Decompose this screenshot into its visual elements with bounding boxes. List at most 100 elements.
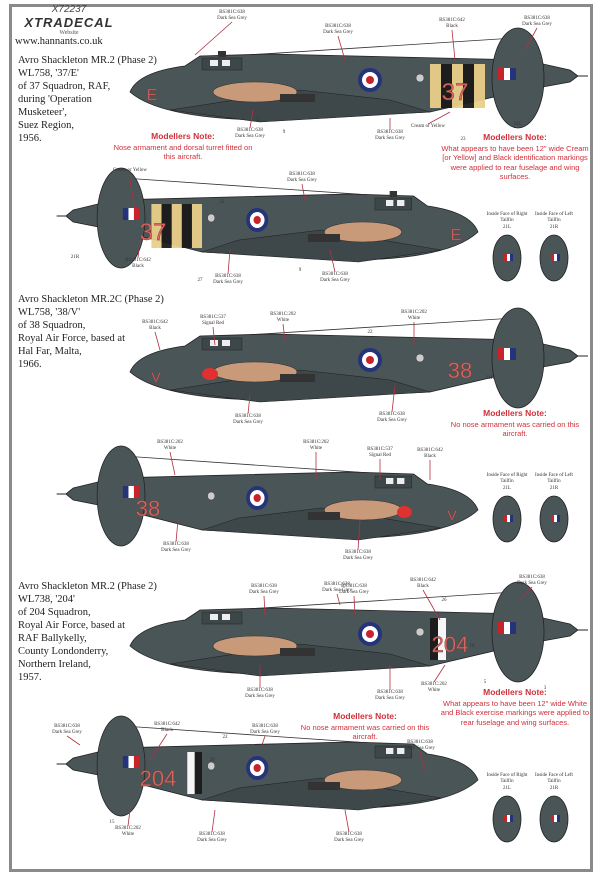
stencil-number: 27 [197, 278, 203, 283]
exhaust [280, 94, 315, 102]
aircraft-code-v5_tail: 204 [140, 766, 177, 791]
cockpit-window [222, 614, 230, 620]
fin-flash-blue [510, 68, 516, 80]
callout-leader-line [344, 809, 350, 833]
fin-flash-red [504, 515, 507, 522]
website-url[interactable]: www.hannants.co.uk [15, 36, 103, 47]
stencil-number: 21L [513, 122, 523, 127]
fin-flash-blue [122, 756, 129, 768]
stencil-number: 22 [219, 200, 225, 205]
colour-callout: Cream or Yellow [410, 124, 446, 129]
callout-leader-line [353, 595, 356, 616]
caption-line: 1966. [18, 359, 42, 370]
caption-line: Avro Shackleton MR.2 (Phase 2) [18, 55, 157, 66]
roundel-centre [366, 76, 374, 84]
stencil-number: 23 [460, 137, 466, 142]
cockpit-window [222, 340, 230, 346]
cockpit-window [210, 60, 218, 66]
stencil-number: 21R [549, 225, 559, 230]
callout-leader-line [247, 394, 251, 415]
tailfin-label-left: Inside Face of Left Tailfin [535, 473, 573, 484]
scheme-1-caption: Avro Shackleton MR.2 (Phase 2)WL758, '37… [18, 54, 157, 145]
engine-nacelle [212, 81, 298, 103]
roundel-centre [253, 764, 261, 772]
brand-logo: XTRADECAL [24, 15, 114, 30]
identification-band-stripe [430, 618, 438, 660]
dorsal-turret [389, 191, 398, 197]
identification-band-stripe [161, 204, 172, 248]
fin-flash-blue [557, 254, 560, 261]
callout-leader-line [211, 809, 216, 833]
cockpit-window [222, 60, 230, 66]
fin-flash-red [498, 622, 504, 634]
callout-leader-line [212, 326, 216, 346]
identification-band-stripe [452, 64, 463, 108]
fin-flash-red [551, 815, 554, 822]
stencil-number: 26 [441, 598, 447, 603]
fin-flash-blue [557, 515, 560, 522]
stencil-number: 21R [549, 486, 559, 491]
caption-line: Avro Shackleton MR.2C (Phase 2) [18, 294, 164, 305]
colour-callout: Cream or Yellow [112, 168, 148, 173]
callout-leader-line [301, 183, 306, 201]
fin-flash-white [507, 815, 510, 822]
fin-flash-red [133, 756, 140, 768]
fin-flash-white [554, 815, 557, 822]
cockpit-window [210, 614, 218, 620]
stencil-number: 21L [502, 486, 512, 491]
exhaust [307, 782, 340, 790]
callout-leader-line [427, 111, 451, 125]
roundel-centre [253, 494, 261, 502]
port-window [207, 213, 216, 223]
engine-nacelle [212, 635, 298, 657]
identification-band-stripe [181, 204, 192, 248]
roundel-centre [366, 630, 374, 638]
fin-flash-white [504, 622, 510, 634]
stencil-number: 3 [543, 686, 547, 691]
port-window [415, 353, 425, 363]
tailfin-label-right: Inside Face of Right Tailfin [486, 212, 528, 223]
callout-leader-line [154, 331, 161, 351]
tailfin-label-right: Inside Face of Right Tailfin [486, 473, 528, 484]
fin-flash-white [128, 756, 134, 768]
stencil-number: 21L [502, 225, 512, 230]
caption-line: Suez Region, [18, 120, 74, 131]
exhaust [280, 648, 315, 656]
aircraft-code-v3_nose: V [447, 507, 457, 523]
stencil-number: 22 [367, 330, 373, 335]
identification-band-stripe [151, 204, 162, 248]
roundel-centre [253, 216, 261, 224]
fin-flash-white [554, 515, 557, 522]
callout-leader-line [433, 664, 446, 683]
caption-line: Hal Far, Malta, [18, 346, 82, 357]
modellers-note-3: Modellers Note:No nose armament was carr… [450, 408, 580, 438]
fin-flash-blue [122, 486, 129, 498]
cockpit-window [210, 340, 218, 346]
callout-leader-line [337, 35, 346, 61]
callout-leader-line [137, 239, 141, 259]
callout-leader-line [336, 593, 341, 606]
callout-leader-line [249, 109, 254, 129]
callout-leader-line [227, 249, 231, 275]
stencil-number: 9 [298, 268, 302, 273]
fin-flash-blue [557, 815, 560, 822]
